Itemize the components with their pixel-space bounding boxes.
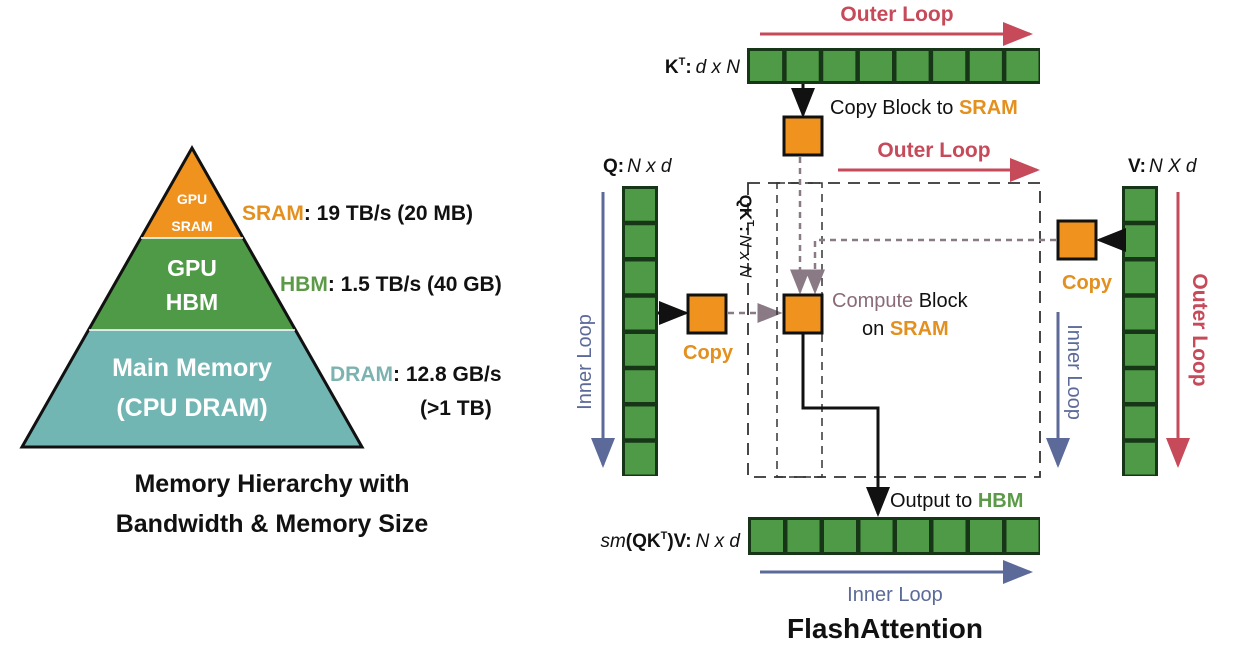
compute-on-sram-label: on SRAM <box>862 318 949 340</box>
v-sram-block <box>1056 219 1098 261</box>
matrix-cell <box>933 51 966 81</box>
output-arrow <box>801 333 890 517</box>
matrix-cell <box>625 225 655 257</box>
inner-loop-label-bottom: Inner Loop <box>847 584 943 606</box>
q-label: Q:N x d <box>603 156 673 177</box>
matrix-cell <box>625 334 655 366</box>
matrix-cell <box>786 51 819 81</box>
matrix-cell <box>750 51 783 81</box>
dram-bandwidth-label: DRAM: 12.8 GB/s <box>330 363 502 386</box>
matrix-cell <box>1125 261 1155 294</box>
tier-label: SRAM <box>171 218 212 234</box>
matrix-cell <box>1125 370 1155 402</box>
matrix-cell <box>1006 520 1039 552</box>
qkt-region <box>747 182 1041 478</box>
tier-label: (CPU DRAM) <box>116 394 267 422</box>
matrix-cell <box>1125 442 1155 475</box>
tier-sram <box>141 148 243 238</box>
matrix-cell <box>969 51 1002 81</box>
matrix-cell <box>625 442 655 475</box>
memory-pyramid: GPU SRAM GPU HBM Main Memory (CPU DRAM) <box>19 144 365 449</box>
v-label: V:N X d <box>1128 156 1198 177</box>
matrix-cell <box>860 520 893 552</box>
copy-block-label: Copy Block to SRAM <box>830 97 1018 119</box>
tier-label: HBM <box>166 289 218 315</box>
matrix-cell <box>1125 297 1155 330</box>
matrix-cell <box>1125 225 1155 257</box>
matrix-cell <box>970 520 1002 552</box>
dram-size-label: (>1 TB) <box>420 397 492 420</box>
kt-label: KT:d x N <box>665 56 740 78</box>
q-sram-block <box>686 293 728 335</box>
tier-label: GPU <box>167 255 217 281</box>
matrix-cell <box>823 51 856 81</box>
qkt-label: QKT:N x N <box>736 195 755 279</box>
matrix-cell <box>625 189 655 221</box>
hierarchy-caption: Bandwidth & Memory Size <box>116 510 429 538</box>
matrix-cell <box>1006 51 1039 81</box>
hbm-bandwidth-label: HBM: 1.5 TB/s (40 GB) <box>280 273 502 296</box>
compute-sram-block <box>782 293 824 335</box>
output-to-hbm-label: Output to HBM <box>890 490 1023 512</box>
tier-hbm <box>89 238 295 330</box>
matrix-cell <box>859 51 892 81</box>
output-label: sm(QKT)V:N x d <box>600 530 741 552</box>
inner-loop-label-mid: Inner Loop <box>1063 324 1085 420</box>
matrix-cell <box>933 520 966 552</box>
tier-label: Main Memory <box>112 354 272 382</box>
k-sram-block <box>782 115 824 157</box>
bandwidth-labels: SRAM: 19 TB/s (20 MB) HBM: 1.5 TB/s (40 … <box>242 202 502 420</box>
copy-q-label: Copy <box>683 342 734 364</box>
matrix-cell <box>824 520 856 552</box>
v-to-compute-arrow <box>805 238 1056 295</box>
outer-loop-label-mid: Outer Loop <box>877 139 990 162</box>
matrix-cell <box>625 370 655 402</box>
matrix-cell <box>625 261 655 294</box>
matrix-cell <box>1125 334 1155 366</box>
flashattention-title: FlashAttention <box>787 613 983 644</box>
inner-loop-label-left: Inner Loop <box>574 314 596 410</box>
matrix-cell <box>897 520 929 552</box>
compute-block-label: Compute Block <box>832 290 969 312</box>
tier-dram <box>22 330 362 447</box>
outer-loop-label-right: Outer Loop <box>1188 273 1211 386</box>
matrix-cell <box>625 297 655 330</box>
copy-v-label: Copy <box>1062 272 1113 294</box>
matrix-cell <box>751 520 783 552</box>
output-matrix <box>748 517 1040 555</box>
matrix-cell <box>625 406 655 439</box>
outer-loop-label-top: Outer Loop <box>840 3 953 26</box>
hierarchy-caption: Memory Hierarchy with <box>134 470 409 498</box>
matrix-cell <box>896 51 929 81</box>
sram-bandwidth-label: SRAM: 19 TB/s (20 MB) <box>242 202 473 225</box>
matrix-cell <box>1125 406 1155 439</box>
v-matrix <box>1122 186 1158 476</box>
matrix-cell <box>1125 189 1155 221</box>
kt-matrix <box>747 48 1040 84</box>
q-matrix <box>622 186 658 476</box>
tier-label: GPU <box>177 191 207 207</box>
matrix-cell <box>787 520 820 552</box>
